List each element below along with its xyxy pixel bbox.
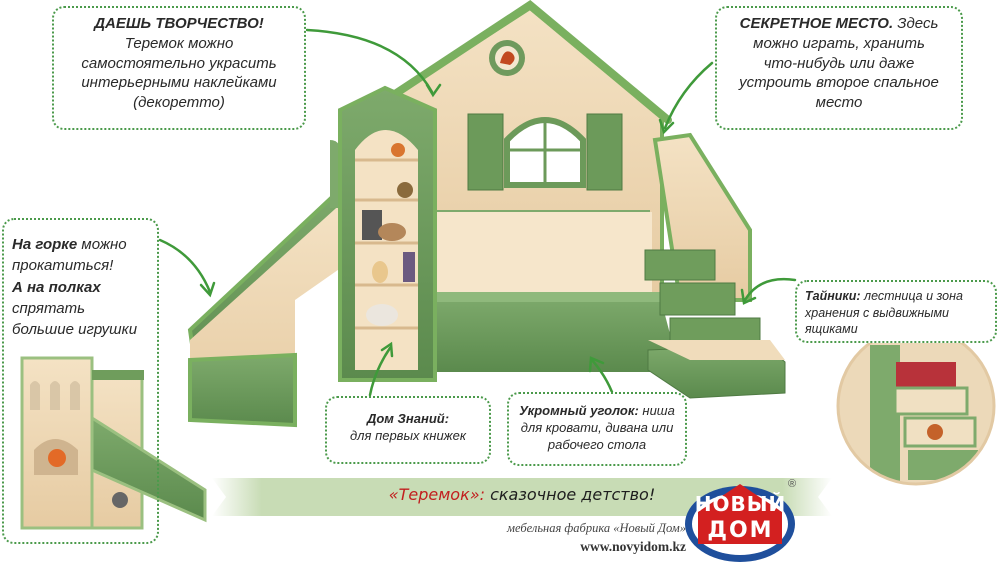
callout-creativity-title: ДАЕШЬ ТВОРЧЕСТВО! [94, 15, 264, 32]
slogan-banner: «Теремок»: сказочное детство! [212, 485, 832, 504]
callout-hiding-places: Тайники: лестница и зона хранения с выдв… [795, 280, 997, 343]
callout-cozy-title-rest: ниша [638, 403, 675, 418]
callout-creativity: ДАЕШЬ ТВОРЧЕСТВО! Теремок можно самостоя… [52, 6, 306, 130]
callout-slide-line-2: прокатиться! [12, 257, 114, 275]
callout-slide-bold: На горке [12, 236, 78, 253]
callout-cozy-line-2: рабочего стола [547, 437, 647, 453]
bed-skirt [420, 296, 680, 372]
callout-hiding-title-rest: лестница и зона [860, 289, 963, 303]
logo-text-line-1: НОВЫЙ [694, 492, 787, 516]
callout-cozy-title: Укромный уголок: [519, 403, 639, 418]
brand-logo: НОВЫЙ ДОМ [683, 480, 798, 565]
callout-shelves-line-5: большие игрушки [12, 321, 138, 339]
callout-slide-rest: можно [77, 236, 127, 253]
callout-shelves-bold: А на полках [12, 278, 101, 296]
callout-secret-line-2: что-нибудь или даже [763, 54, 915, 72]
callout-knowledge-title: Дом Знаний: [366, 411, 450, 426]
slogan-quote: «Теремок»: [388, 485, 485, 504]
callout-hiding-title: Тайники: [805, 289, 861, 303]
callout-hiding-line-2: ящиками [805, 322, 858, 336]
callout-cozy-corner: Укромный уголок: ниша для кровати, диван… [507, 392, 687, 466]
pointer-arrows [158, 28, 797, 397]
logo-text-line-2: ДОМ [707, 518, 774, 543]
bed-nook [432, 212, 652, 302]
factory-name: мебельная фабрика «Новый Дом» [507, 521, 686, 535]
callout-secret-title-rest: Здесь [893, 15, 939, 32]
callout-creativity-line-1: Теремок можно [124, 34, 234, 52]
drawers-closeup-circle [836, 326, 996, 486]
callout-creativity-line-4: (декоретто) [133, 94, 225, 112]
callout-creativity-line-3: интерьерными наклейками [81, 74, 277, 92]
callout-shelves-line-4: спрятать [12, 299, 85, 317]
callout-secret-place: СЕКРЕТНОЕ МЕСТО. Здесь можно играть, хра… [715, 6, 963, 130]
callout-secret-title: СЕКРЕТНОЕ МЕСТО. [739, 15, 894, 32]
callout-secret-line-3: устроить второе спальное [739, 74, 939, 92]
slogan-text: сказочное детство! [485, 485, 656, 504]
staircase [644, 132, 786, 399]
storage-drawers-picture [836, 326, 996, 486]
callout-knowledge-house: Дом Знаний: для первых книжек [325, 396, 491, 464]
mini-bed-picture [20, 356, 207, 530]
callout-knowledge-text: для первых книжек [350, 428, 466, 444]
banner-ribbon [212, 478, 832, 516]
slide [187, 140, 347, 428]
registered-mark: ® [788, 478, 797, 490]
logo-shape [685, 484, 795, 562]
callout-cozy-line-1: для кровати, дивана или [520, 420, 674, 436]
callout-secret-line-1: можно играть, хранить [753, 34, 925, 52]
bookshelf-tower [338, 85, 437, 382]
callout-secret-line-4: место [815, 94, 863, 112]
callout-creativity-line-2: самостоятельно украсить [81, 54, 277, 72]
website-link[interactable]: www.novyidom.kz [580, 539, 686, 554]
callout-slide-shelves: На горке можно прокатиться! А на полках … [2, 218, 159, 544]
callout-hiding-line-1: хранения с выдвижными [805, 305, 949, 320]
